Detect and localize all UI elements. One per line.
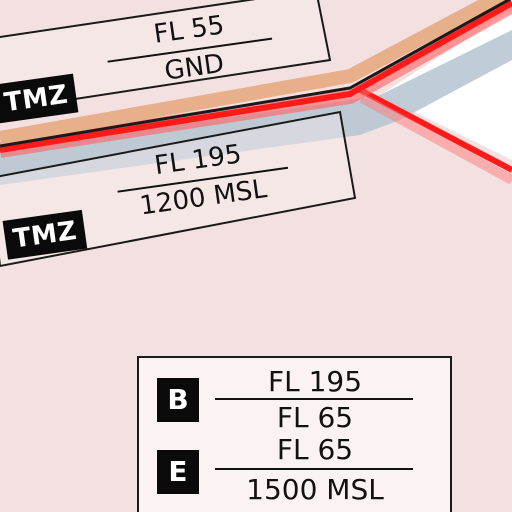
tmz-upper-box bbox=[0, 0, 332, 112]
airspace-class-b-lower: FL 65 bbox=[276, 401, 354, 434]
airspace-class-e-upper: FL 65 bbox=[276, 433, 354, 466]
boundary-black-line bbox=[0, 0, 512, 148]
airspace-class-box: B FL 195 FL 65 E FL 65 1500 MSL bbox=[137, 356, 452, 512]
shadow-band bbox=[0, 30, 512, 185]
boundary-tan-band bbox=[0, 0, 509, 145]
airspace-class-b-divider bbox=[215, 398, 413, 400]
airspace-class-e-badge: E bbox=[157, 450, 199, 494]
boundary-red-diagonal-soft bbox=[359, 93, 512, 185]
airspace-class-b-upper: FL 195 bbox=[267, 365, 363, 398]
tmz-lower-box bbox=[0, 110, 357, 268]
boundary-red-line bbox=[0, 0, 512, 153]
airspace-class-b-badge: B bbox=[157, 378, 199, 422]
boundary-red-diagonal bbox=[358, 87, 512, 173]
airspace-class-e-divider bbox=[215, 468, 413, 470]
tmz-lower-tag: TMZ bbox=[2, 209, 88, 260]
airspace-class-e-lower: 1500 MSL bbox=[246, 473, 384, 506]
